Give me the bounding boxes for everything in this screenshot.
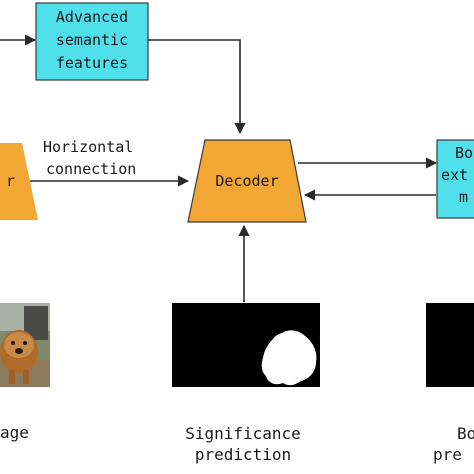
input-image-caption: age [0, 423, 29, 442]
semantic-line-2: semantic [55, 31, 129, 49]
significance-mask [172, 303, 320, 387]
horizontal-connection-label: Horizontal connection [43, 138, 136, 179]
encoder-label: r [6, 172, 16, 190]
semantic-features-label: Advanced semantic features [36, 8, 148, 73]
boundary-caption-line-2: pre [433, 445, 462, 464]
boundary-line-1: Bo [455, 144, 474, 162]
semantic-features-node [35, 2, 149, 81]
significance-caption: Significance prediction [168, 423, 318, 465]
boundary-caption-line-1: Bo [457, 424, 474, 443]
boundary-line-3: m [459, 188, 469, 206]
decoder-label: Decoder [215, 172, 279, 190]
boundary-node-label: Bo ext m [437, 144, 474, 207]
input-image [0, 303, 50, 387]
decoder-node [187, 139, 307, 223]
semantic-line-1: Advanced [55, 8, 129, 26]
semantic-line-3: features [55, 54, 129, 72]
horizontal-line-2: connection [46, 160, 137, 178]
boundary-caption: Bo pre [431, 423, 474, 465]
boundary-extraction-node [436, 139, 474, 219]
significance-line-2: prediction [194, 445, 292, 464]
horizontal-line-1: Horizontal [43, 138, 134, 156]
significance-line-1: Significance [185, 424, 301, 443]
encoder-node [0, 143, 38, 220]
boundary-mask [426, 303, 474, 387]
boundary-line-2: ext [441, 166, 469, 184]
edge-semantic-to-decoder [148, 39, 246, 135]
